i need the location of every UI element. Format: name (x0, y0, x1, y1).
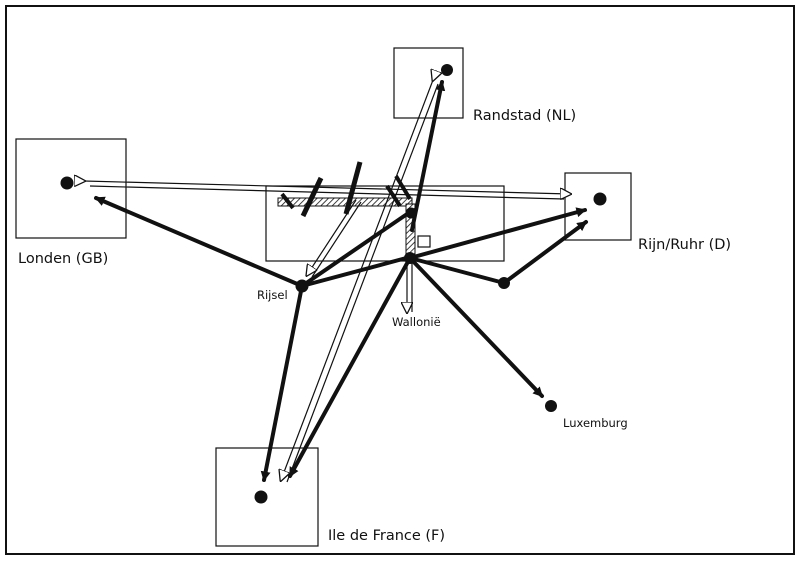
open-arrow-to-rijsel-b (311, 201, 362, 278)
label-ile-de-france: Ile de France (F) (328, 528, 445, 544)
rijsel-node (295, 279, 309, 293)
rijn-ruhr-box (564, 172, 632, 241)
label-rijsel: Rijsel (257, 288, 288, 302)
rijn-ruhr-node (593, 192, 607, 206)
solid-arrow-rijsel-brussels (300, 255, 412, 288)
randstad-node (441, 64, 453, 76)
open-arrows (84, 80, 570, 482)
label-londen: Londen (GB) (18, 251, 108, 267)
label-luxemburg: Luxemburg (563, 416, 628, 430)
solid-arrows (94, 80, 588, 482)
open-arrow-randstad-iledefrance-a (281, 80, 433, 480)
solid-arrow-junction-rijnruhr (502, 220, 588, 285)
luxemburg-node (545, 400, 557, 412)
solid-arrow-brussels-rijsel-b (300, 210, 412, 288)
brussels-node (405, 207, 417, 219)
open-arrow-to-rijsel (307, 199, 357, 275)
ile-de-france-box (215, 447, 319, 547)
ile-de-france-node (254, 490, 268, 504)
solid-arrow-brussels-luxemburg (408, 256, 544, 398)
solid-arrow-brussels-junction (408, 256, 506, 285)
wallonie-node (404, 252, 416, 264)
open-arrow-randstad-iledefrance-b (286, 83, 439, 483)
solid-arrow-rijsel-londen (94, 196, 304, 288)
solid-arrow-brussels-randstad (410, 80, 446, 232)
junction-node (498, 277, 510, 289)
label-wallonie: Wallonië (392, 315, 441, 329)
solid-arrow-brussels-rijnruhr (408, 207, 587, 260)
label-randstad: Randstad (NL) (473, 108, 576, 124)
solid-arrow-brussels-iledefrance (288, 256, 412, 478)
londen-node (60, 176, 74, 190)
solid-arrow-rijsel-iledefrance (260, 284, 304, 482)
label-rijn-ruhr: Rijn/Ruhr (D) (638, 237, 731, 253)
